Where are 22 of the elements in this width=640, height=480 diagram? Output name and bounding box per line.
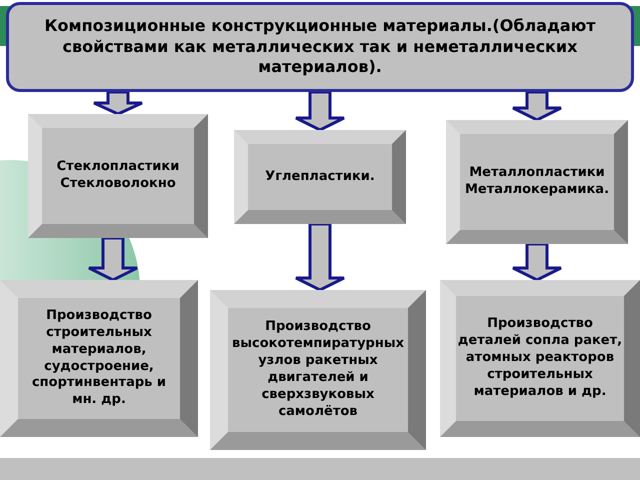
block-arrow — [294, 222, 346, 292]
node-text: Производство строительных материалов, судостроение, спортинвентарь и мн. др. — [30, 308, 168, 410]
node-text: Производство деталей сопла ракет, атомных реакторов строительных материалов и др. — [456, 316, 624, 401]
block-arrow — [92, 90, 144, 116]
block-arrow — [294, 90, 346, 132]
block-arrow — [512, 90, 562, 122]
beveled-box — [28, 114, 208, 238]
beveled-box — [234, 130, 406, 224]
title-box — [6, 2, 634, 92]
node-text: Стекловолокно — [60, 176, 176, 193]
beveled-box — [0, 280, 198, 437]
node-text: Композиционные конструкционные материалы.(Обладают свойствами как металлических так и неметаллических материалов). — [43, 16, 597, 78]
node-text: Металлопластики — [469, 165, 605, 182]
beveled-box — [446, 120, 628, 244]
node-text: Металлокерамика. — [464, 182, 610, 199]
block-arrow — [88, 236, 138, 282]
node-text: Производство высокотемпиратурных узлов ракетных двигателей и сверхзвуковых самолётов — [231, 319, 405, 421]
block-arrow — [512, 242, 562, 282]
node-text: Углепластики. — [265, 168, 375, 186]
beveled-box — [440, 280, 640, 437]
beveled-box — [210, 290, 426, 450]
node-text: Стеклопластики — [56, 159, 180, 176]
